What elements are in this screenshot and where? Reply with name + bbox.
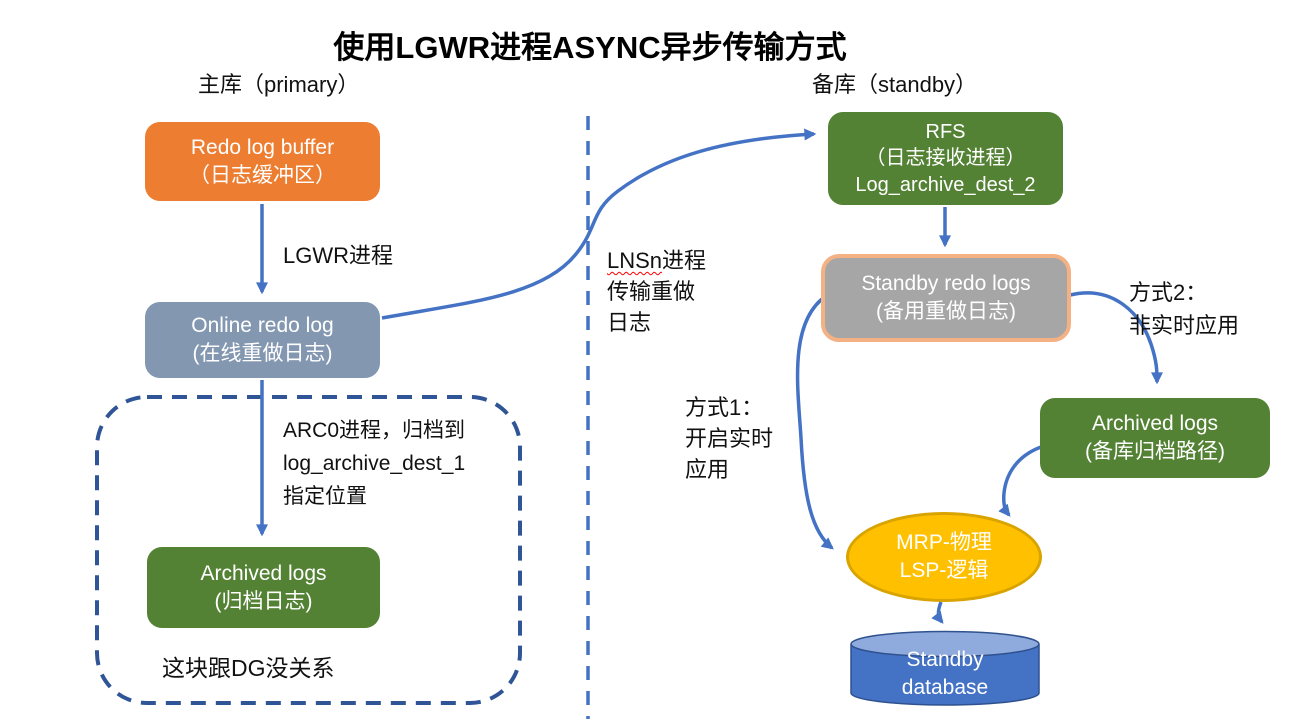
lnsn-misspell-highlight: LNSn: [607, 248, 663, 273]
node-archived-logs-primary-line1: Archived logs: [200, 561, 327, 585]
method2-label: 方式2： 非实时应用: [1129, 276, 1239, 342]
database-cylinder-icon: [850, 630, 1040, 706]
node-online-redo-log-line1: Online redo log: [191, 314, 334, 338]
dg-note-label: 这块跟DG没关系: [162, 655, 335, 681]
lnsn-label-line3: 日志: [607, 310, 652, 335]
arrow-archive-to-mrp: [998, 445, 1042, 517]
node-online-redo-log: Online redo log (在线重做日志): [145, 302, 380, 378]
node-standby-database-line2: database: [901, 675, 989, 699]
lnsn-label-line2: 传输重做: [607, 279, 696, 304]
arrow-lnsn-transfer: [381, 128, 817, 320]
method1-label: 方式1： 开启实时 应用: [685, 392, 773, 485]
arrow-method2-archive: [1069, 291, 1163, 385]
node-online-redo-log-line2: (在线重做日志): [192, 342, 333, 365]
node-redo-log-buffer-line1: Redo log buffer: [190, 135, 335, 159]
node-rfs-line1: RFS: [925, 120, 966, 143]
method2-line2: 非实时应用: [1129, 313, 1240, 338]
arc0-process-label: ARC0进程，归档到 log_archive_dest_1 指定位置: [283, 414, 465, 513]
page-title: 使用LGWR进程ASYNC异步传输方式: [333, 30, 847, 65]
node-standby-database: Standby database: [850, 630, 1040, 712]
method1-line3: 应用: [685, 457, 730, 482]
node-archived-logs-standby-line1: Archived logs: [1091, 412, 1219, 436]
method1-line1: 方式1：: [685, 395, 764, 420]
node-mrp-lsp-ellipse: MRP-物理 LSP-逻辑: [846, 512, 1042, 602]
primary-section-label: 主库（primary）: [198, 72, 360, 97]
node-standby-redo-logs: Standby redo logs (备用重做日志): [821, 254, 1071, 342]
arrow-mrp-to-database: [931, 601, 944, 624]
method2-line1: 方式2：: [1129, 280, 1208, 305]
node-rfs-line2: （日志接收进程）: [865, 147, 1026, 170]
node-rfs: RFS （日志接收进程） Log_archive_dest_2: [828, 112, 1063, 205]
node-mrp-line1: MRP-物理: [896, 530, 992, 554]
node-rfs-line3: Log_archive_dest_2: [855, 173, 1036, 196]
arc0-label-line1: ARC0进程，归档到: [283, 419, 466, 442]
lnsn-label-line1-rest: 进程: [662, 248, 707, 273]
dashed-boundary-box: [95, 395, 522, 705]
node-archived-logs-standby: Archived logs (备库归档路径): [1040, 398, 1270, 478]
node-archived-logs-primary: Archived logs (归档日志): [147, 547, 380, 628]
node-standby-redo-logs-line1: Standby redo logs: [861, 272, 1031, 296]
method1-line2: 开启实时: [685, 426, 774, 451]
node-mrp-line2: LSP-逻辑: [899, 559, 989, 582]
arc0-label-line3: 指定位置: [283, 485, 367, 508]
lgwr-process-label: LGWR进程: [283, 243, 394, 268]
node-standby-redo-logs-line2: (备用重做日志): [876, 300, 1016, 323]
node-archived-logs-primary-line2: (归档日志): [214, 589, 313, 613]
standby-section-label: 备库（standby）: [812, 72, 978, 97]
node-redo-log-buffer-line2: （日志缓冲区）: [189, 163, 336, 187]
lnsn-process-label: LNSn进程 传输重做 日志: [607, 245, 706, 338]
node-standby-database-line1: Standby: [906, 648, 984, 671]
node-redo-log-buffer: Redo log buffer （日志缓冲区）: [145, 122, 380, 201]
arrow-method1-realtime: [795, 294, 834, 550]
lnsn-label-line1: LNSn进程: [607, 245, 706, 276]
node-standby-database-text: Standby database: [850, 646, 1040, 701]
arc0-label-line2: log_archive_dest_1: [283, 452, 466, 475]
node-archived-logs-standby-line2: (备库归档路径): [1085, 440, 1225, 463]
